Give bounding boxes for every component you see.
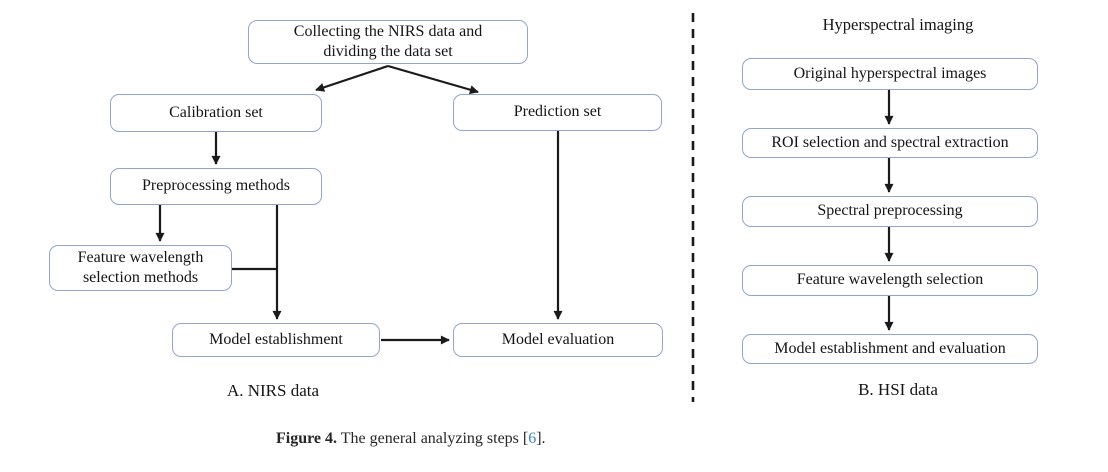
node-model-evaluation: Model evaluation [453, 323, 663, 357]
panel-b-label: B. HSI data [858, 380, 938, 399]
node-calibration-set: Calibration set [110, 94, 322, 132]
node-original-hyperspectral-images: Original hyperspectral images [742, 58, 1038, 90]
figure-caption: Figure 4. The general analyzing steps [6… [276, 430, 546, 448]
figure-caption-number: Figure 4. [276, 430, 338, 447]
citation-ref-link[interactable]: 6 [528, 430, 537, 447]
node-feature-wavelength-selection-methods: Feature wavelength selection methods [49, 245, 232, 291]
arrow-collect-to-calibration [315, 64, 389, 92]
node-collecting-nirs-data: Collecting the NIRS data and dividing th… [248, 20, 528, 64]
node-feature-wavelength-selection: Feature wavelength selection [742, 265, 1038, 296]
arrow-collect-to-prediction [387, 64, 479, 95]
panel-b-title: Hyperspectral imaging [822, 15, 974, 34]
node-model-establishment: Model establishment [172, 323, 380, 357]
node-model-establishment-and-evaluation: Model establishment and evaluation [742, 334, 1038, 364]
figure-caption-text: The general analyzing steps [ [337, 430, 529, 447]
node-spectral-preprocessing: Spectral preprocessing [742, 196, 1038, 227]
node-preprocessing-methods: Preprocessing methods [110, 168, 322, 205]
node-prediction-set: Prediction set [453, 94, 662, 131]
panel-a-label: A. NIRS data [226, 381, 320, 400]
node-roi-selection-spectral-extraction: ROI selection and spectral extraction [742, 128, 1038, 158]
figure-caption-tail: ]. [536, 430, 546, 447]
